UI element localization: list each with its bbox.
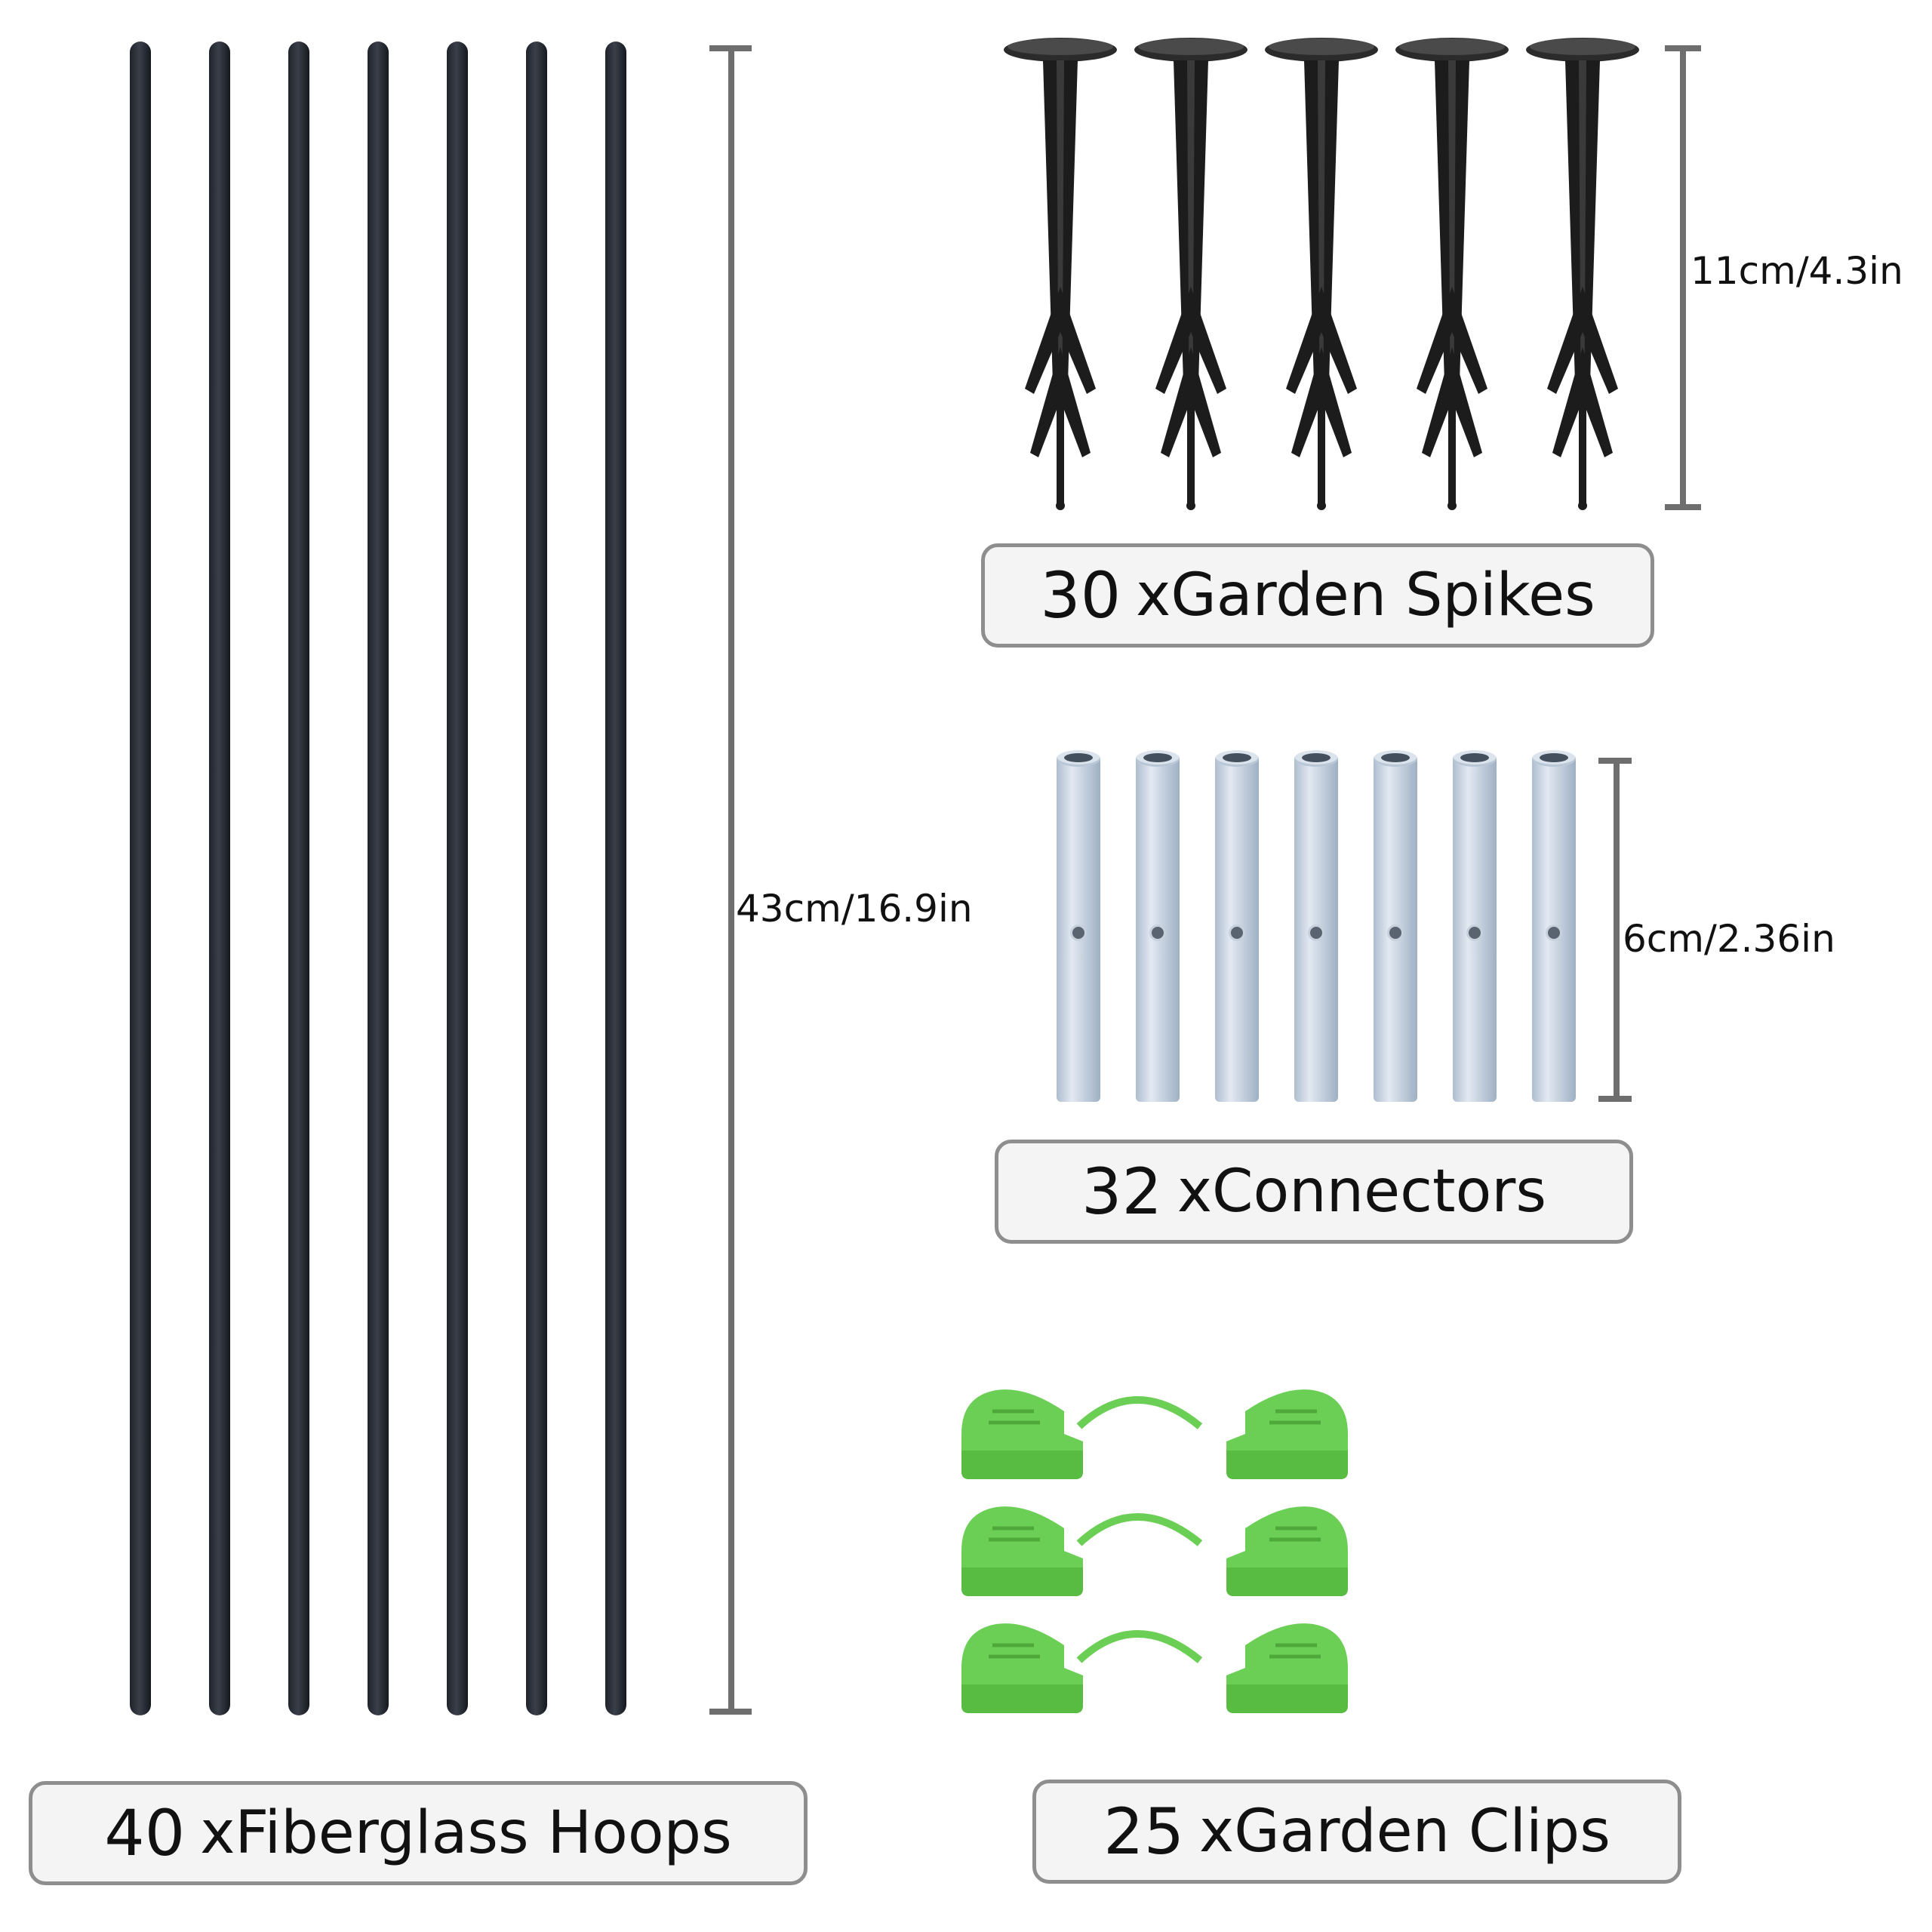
connectors-caption: 32 xConnectors [995, 1140, 1633, 1244]
fiberglass-rod [209, 42, 230, 1715]
connector-tube [1374, 750, 1417, 1102]
garden-clip [961, 1506, 1348, 1596]
fiberglass-rod [130, 42, 151, 1715]
fiberglass-rod [288, 42, 309, 1715]
fiberglass-rod [368, 42, 389, 1715]
garden-spikes-caption: 30 xGarden Spikes [981, 543, 1654, 648]
connectors-name: xConnectors [1177, 1158, 1546, 1226]
fiberglass-hoops-caption: 40 xFiberglass Hoops [29, 1781, 808, 1885]
garden-spike [1526, 38, 1639, 510]
connector-tube [1057, 750, 1100, 1102]
connector-tube [1532, 750, 1576, 1102]
garden-spike [1004, 38, 1117, 510]
garden-spikes-group [1004, 38, 1639, 510]
garden-clip [961, 1389, 1348, 1479]
garden-clips-caption: 25 xGarden Clips [1032, 1780, 1681, 1884]
garden-clip [961, 1623, 1348, 1713]
hoops-dimension-label: 43cm/16.9in [736, 887, 973, 931]
garden-clips-name: xGarden Clips [1199, 1798, 1611, 1866]
connector-tube [1453, 750, 1497, 1102]
spikes-dimension-label: 11cm/4.3in [1690, 249, 1903, 293]
garden-spike [1134, 38, 1247, 510]
connectors-dimension-label: 6cm/2.36in [1623, 917, 1835, 961]
garden-spikes-name: xGarden Spikes [1136, 561, 1595, 629]
connector-tube [1136, 750, 1180, 1102]
garden-clips-quantity: 25 [1103, 1795, 1185, 1869]
connectors-quantity: 32 [1081, 1155, 1162, 1229]
garden-spike [1265, 38, 1378, 510]
fiberglass-rod [526, 42, 547, 1715]
fiberglass-hoops-quantity: 40 [104, 1796, 186, 1870]
fiberglass-rod [447, 42, 468, 1715]
garden-clips-group [951, 1358, 1358, 1736]
connector-tube [1215, 750, 1259, 1102]
connector-tube [1294, 750, 1338, 1102]
fiberglass-hoops-name: xFiberglass Hoops [200, 1799, 732, 1867]
fiberglass-rod [605, 42, 626, 1715]
garden-spike [1395, 38, 1509, 510]
garden-spikes-quantity: 30 [1040, 558, 1121, 632]
